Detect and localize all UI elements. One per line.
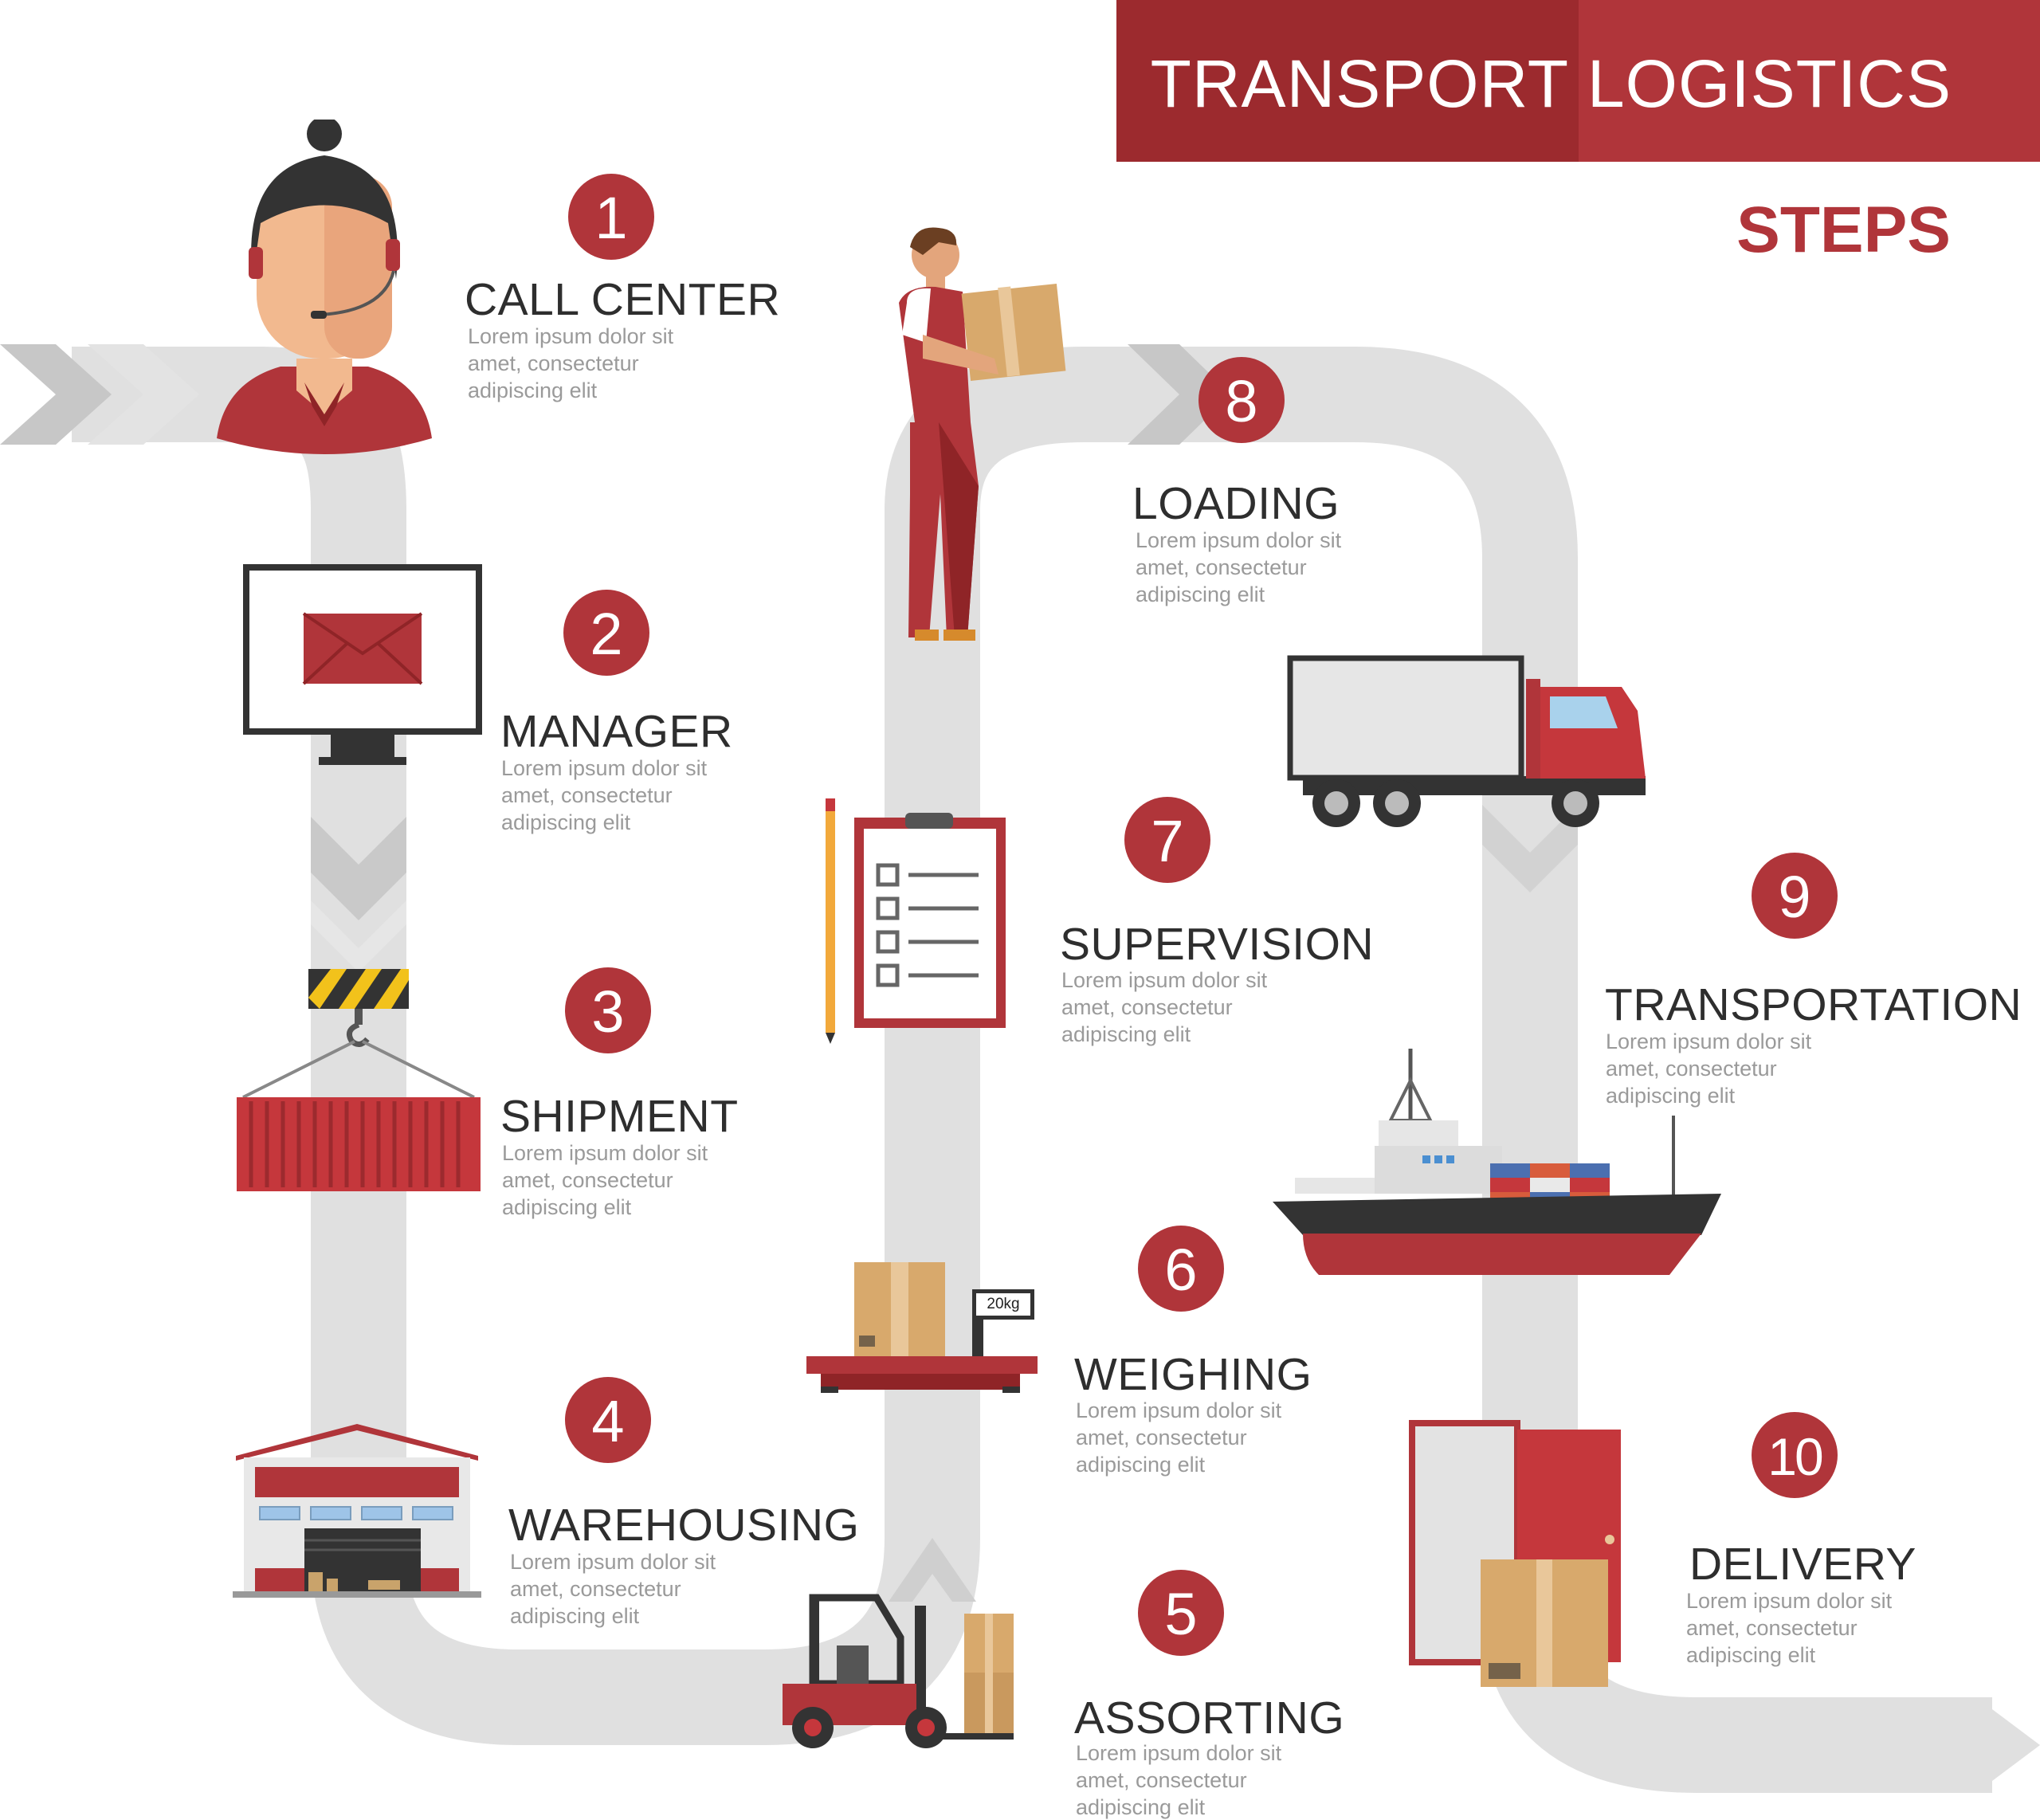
step-9-number-badge: 9 — [1752, 853, 1838, 939]
step-4-number-badge: 4 — [565, 1377, 651, 1463]
step-1-number-badge: 1 — [568, 174, 654, 260]
step-5-title: ASSORTING — [1074, 1693, 1345, 1744]
header-subtitle: STEPS — [1736, 194, 1951, 266]
step-5-description: Lorem ipsum dolor sit amet, consectetur … — [1076, 1741, 1282, 1819]
step-2-title: MANAGER — [500, 706, 733, 757]
step-3-number-badge: 3 — [565, 967, 651, 1053]
header-band — [1116, 0, 2040, 162]
step-6-number-badge: 6 — [1138, 1226, 1224, 1312]
step-8-number-badge: 8 — [1198, 357, 1285, 443]
crane-container-icon — [237, 969, 481, 1191]
warehouse-icon — [233, 1424, 481, 1598]
step-2-number-badge: 2 — [563, 590, 649, 676]
step-6-title: WEIGHING — [1074, 1349, 1312, 1400]
step-8-description: Lorem ipsum dolor sit amet, consectetur … — [1136, 528, 1342, 606]
step-9-description: Lorem ipsum dolor sit amet, consectetur … — [1606, 1030, 1812, 1108]
step-3-title: SHIPMENT — [500, 1091, 739, 1142]
entry-chevron-2 — [88, 344, 199, 445]
scale-display: 20kg — [972, 1289, 1034, 1320]
truck-icon — [1287, 655, 1646, 827]
step-5-number-badge: 5 — [1138, 1570, 1224, 1656]
cargo-ship-icon — [1273, 1049, 1721, 1275]
up-chevron-assorting — [889, 1538, 976, 1602]
down-chevron-1 — [311, 817, 406, 920]
worker-carrying-box-icon — [899, 227, 1066, 641]
step-7-number-badge: 7 — [1124, 797, 1210, 883]
step-6-description: Lorem ipsum dolor sit amet, consectetur … — [1076, 1398, 1282, 1477]
step-8-title: LOADING — [1132, 478, 1340, 529]
step-4-description: Lorem ipsum dolor sit amet, consectetur … — [510, 1550, 716, 1628]
monitor-envelope-icon — [243, 564, 482, 765]
header-title: TRANSPORT LOGISTICS — [1150, 46, 1952, 121]
operator-headset-icon — [217, 120, 432, 454]
step-3-description: Lorem ipsum dolor sit amet, consectetur … — [502, 1141, 708, 1219]
step-10-number-badge: 10 — [1752, 1412, 1838, 1498]
scale-box-icon — [806, 1262, 1038, 1393]
step-1-description: Lorem ipsum dolor sit amet, consectetur … — [468, 324, 674, 402]
forklift-icon — [783, 1594, 1014, 1748]
down-chevron-2 — [311, 900, 406, 972]
step-1-title: CALL CENTER — [465, 274, 781, 325]
step-10-title: DELIVERY — [1689, 1539, 1916, 1590]
entry-chevron-1 — [0, 344, 112, 445]
step-10-description: Lorem ipsum dolor sit amet, consectetur … — [1686, 1589, 1893, 1667]
down-chevron-truck — [1482, 805, 1578, 892]
clipboard-checklist-icon — [826, 798, 1006, 1044]
exit-arrow — [1976, 1697, 2040, 1793]
door-box-icon — [1409, 1420, 1621, 1687]
step-7-title: SUPERVISION — [1060, 919, 1375, 970]
step-2-description: Lorem ipsum dolor sit amet, consectetur … — [501, 756, 708, 834]
step-4-title: WAREHOUSING — [508, 1500, 860, 1551]
step-7-description: Lorem ipsum dolor sit amet, consectetur … — [1061, 968, 1268, 1046]
step-9-title: TRANSPORTATION — [1605, 979, 2022, 1030]
